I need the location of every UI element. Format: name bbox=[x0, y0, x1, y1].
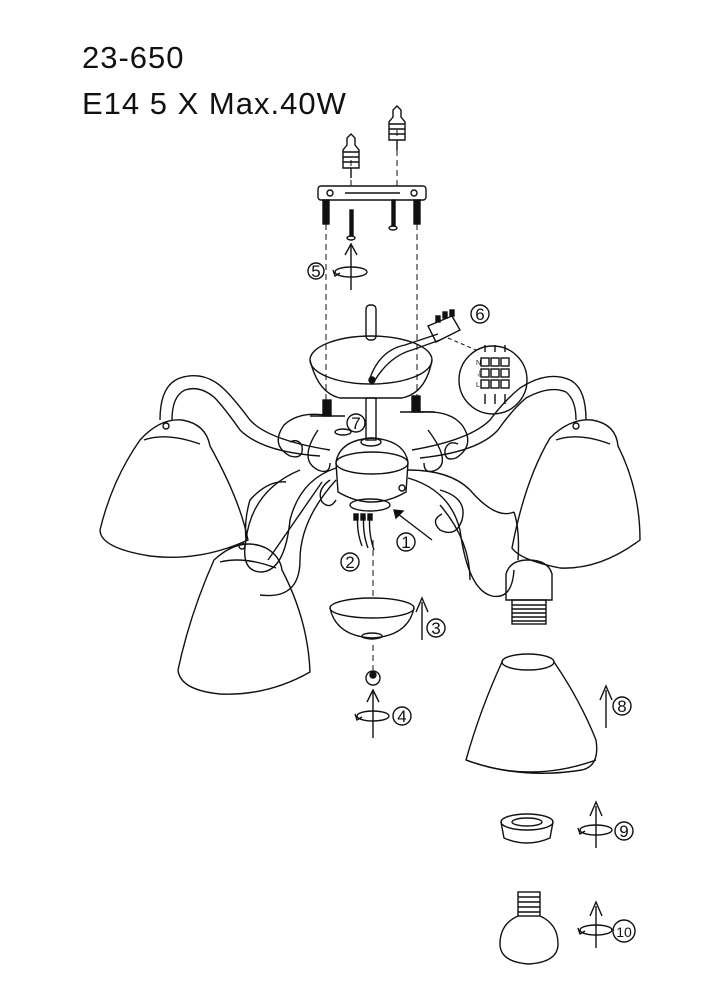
glass-shade bbox=[177, 542, 311, 695]
step-label-9: 9 bbox=[619, 822, 628, 841]
glass-shade bbox=[99, 419, 249, 558]
bulb-spec: E14 5 X Max.40W bbox=[82, 86, 347, 121]
scroll-decoration bbox=[277, 411, 469, 534]
step-label-3: 3 bbox=[431, 619, 440, 638]
bottom-bowl bbox=[329, 597, 415, 640]
lamp-arm bbox=[159, 375, 587, 598]
rotate-arrow-icon bbox=[354, 688, 390, 738]
terminal-detail-circle bbox=[458, 345, 528, 415]
screw-anchor-icon bbox=[388, 105, 406, 150]
screw-anchor-icon bbox=[342, 133, 360, 178]
mounting-bracket bbox=[317, 185, 427, 241]
glass-shade bbox=[465, 653, 598, 775]
finial-knob bbox=[365, 670, 381, 686]
ceiling-canopy bbox=[309, 304, 441, 399]
up-arrow-icon bbox=[393, 509, 433, 541]
shade-ring bbox=[500, 813, 554, 844]
step-label-8: 8 bbox=[617, 697, 626, 716]
terminal-block-icon bbox=[427, 309, 477, 351]
rotate-arrow-icon bbox=[332, 242, 368, 290]
step-label-10: 10 bbox=[616, 924, 632, 940]
step-label-6: 6 bbox=[475, 305, 484, 324]
lamp-socket bbox=[505, 559, 553, 625]
light-bulb bbox=[499, 891, 559, 965]
step-label-2: 2 bbox=[345, 553, 354, 572]
wire-bundle bbox=[353, 513, 375, 551]
up-arrow-icon bbox=[415, 596, 429, 640]
rotate-arrow-icon bbox=[577, 800, 613, 848]
step-label-5: 5 bbox=[311, 262, 320, 281]
model-number: 23-650 bbox=[82, 40, 185, 75]
glass-shade bbox=[511, 419, 641, 569]
step-label-4: 4 bbox=[397, 707, 406, 726]
terminal-label-n: N bbox=[476, 360, 481, 367]
rotate-arrow-icon bbox=[577, 900, 613, 948]
step-label-7: 7 bbox=[351, 414, 360, 433]
step-label-1: 1 bbox=[401, 533, 410, 552]
terminal-label-earth: ⏚ bbox=[476, 370, 483, 378]
up-arrow-icon bbox=[599, 684, 613, 728]
fixture-body bbox=[310, 395, 435, 512]
terminal-label-l: L bbox=[476, 382, 480, 389]
